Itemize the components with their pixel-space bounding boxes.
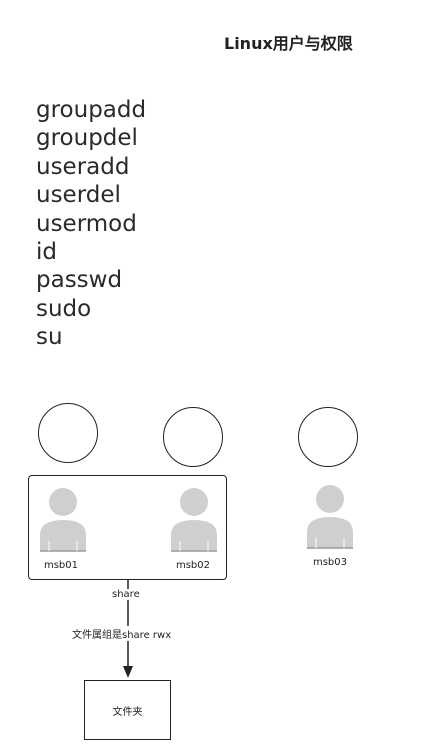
- command-item: su: [36, 324, 63, 351]
- command-item: groupadd: [36, 97, 147, 123]
- user-circle-2: [163, 407, 223, 467]
- user-icon: [40, 488, 86, 552]
- folder-box: 文件夹: [84, 680, 171, 740]
- user-label: msb01: [43, 560, 79, 571]
- command-item: useradd: [36, 153, 130, 180]
- command-item: groupdel: [36, 125, 138, 152]
- folder-label: 文件夹: [112, 706, 143, 718]
- command-item: passwd: [36, 267, 123, 294]
- group-label: share: [112, 589, 140, 600]
- command-item: usermod: [36, 210, 137, 237]
- command-list: groupadd groupdel useradd userdel usermo…: [36, 96, 146, 352]
- user-circle-1: [38, 403, 98, 463]
- command-item: id: [36, 239, 57, 266]
- command-item: sudo: [36, 295, 92, 322]
- group-box: [28, 475, 227, 580]
- diagram-title: Linux用户与权限: [224, 34, 353, 53]
- user-icon: [307, 485, 353, 549]
- user-label: msb02: [175, 560, 211, 571]
- user-label: msb03: [312, 557, 348, 568]
- user-circle-3: [298, 407, 358, 467]
- permission-label: 文件属组是share rwx: [72, 626, 172, 641]
- command-item: userdel: [36, 182, 121, 209]
- user-icon: [171, 488, 217, 552]
